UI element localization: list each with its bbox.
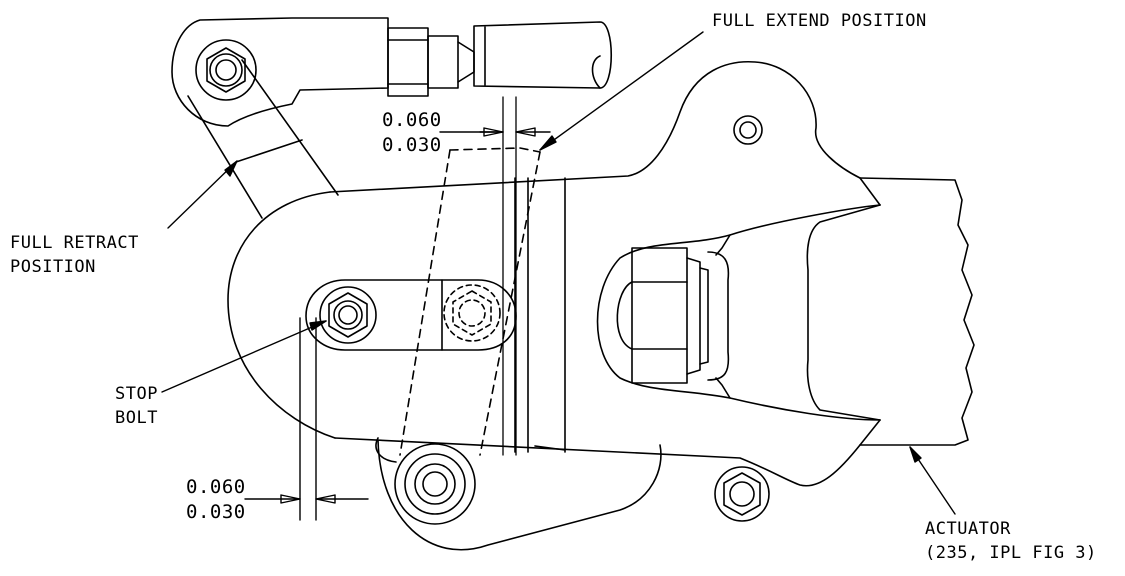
- full-retract-label-line1: FULL RETRACT: [10, 233, 139, 253]
- dimension-bottom: [244, 317, 369, 521]
- bellcrank-body: [227, 60, 881, 487]
- stop-bolt-label-line2: BOLT: [115, 408, 158, 428]
- full-retract-label-line2: POSITION: [10, 257, 96, 277]
- actuator-label-line2: (235, IPL FIG 3): [925, 543, 1097, 563]
- leader-lines: [161, 31, 956, 515]
- lower-rod-end: [375, 437, 770, 551]
- upper-rod-end: [171, 17, 613, 127]
- bottom-dimension-min: 0.030: [186, 501, 246, 523]
- full-extend-label: FULL EXTEND POSITION: [712, 11, 927, 31]
- top-dimension-min: 0.030: [382, 134, 442, 156]
- actuator-label-line1: ACTUATOR: [925, 519, 1011, 539]
- bottom-dimension-max: 0.060: [186, 476, 246, 498]
- stop-bolt-slot: [305, 279, 517, 351]
- actuator: [616, 177, 975, 446]
- upper-link-arm: [187, 59, 339, 219]
- dimension-top: [439, 127, 551, 137]
- stop-bolt-label-line1: STOP: [115, 384, 158, 404]
- top-dimension-max: 0.060: [382, 109, 442, 131]
- full-extend-link: [399, 147, 541, 456]
